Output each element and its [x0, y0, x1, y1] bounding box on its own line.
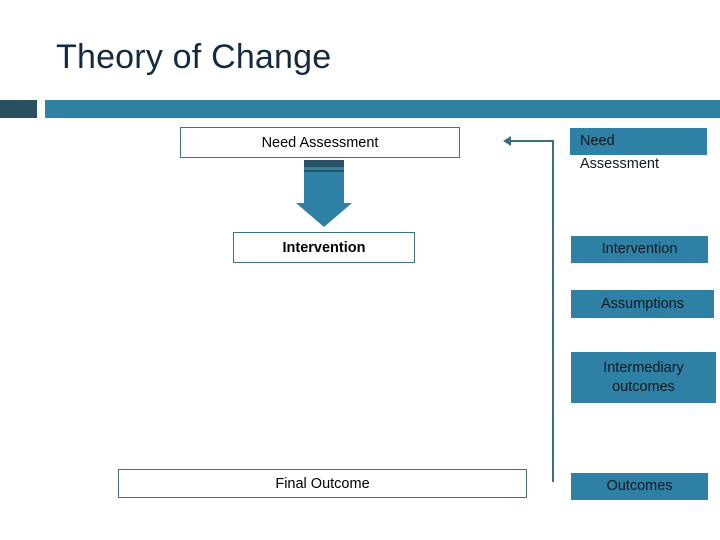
connector-left-arrowhead-icon: [503, 136, 511, 146]
legend-need-assessment-highlight: Need: [570, 128, 707, 155]
down-arrow-shaft-cap: [304, 160, 344, 167]
page-title: Theory of Change: [56, 38, 332, 76]
down-arrow-shaft: [304, 160, 344, 204]
legend-intermediary-line1: Intermediary: [603, 360, 684, 377]
down-arrow-shaft-line: [304, 170, 344, 172]
down-arrow-head: [296, 203, 352, 227]
legend-outcomes: Outcomes: [571, 473, 708, 500]
flow-box-final-outcome[interactable]: Final Outcome: [118, 469, 527, 498]
legend-intermediary-line2: outcomes: [612, 378, 675, 395]
connector-horizontal-line: [509, 140, 554, 142]
header-rule-accent-bar: [45, 100, 720, 118]
legend-intervention: Intervention: [571, 236, 708, 263]
header-rule-dark-segment: [0, 100, 37, 118]
connector-vertical-line: [552, 140, 554, 482]
down-arrow-icon: [296, 160, 352, 227]
legend-assumptions: Assumptions: [571, 290, 714, 318]
flow-box-intervention[interactable]: Intervention: [233, 232, 415, 263]
legend-intermediary-outcomes: Intermediary outcomes: [571, 352, 716, 403]
flow-box-need-assessment[interactable]: Need Assessment: [180, 127, 460, 158]
legend-need-assessment-second-line: Assessment: [580, 156, 659, 172]
